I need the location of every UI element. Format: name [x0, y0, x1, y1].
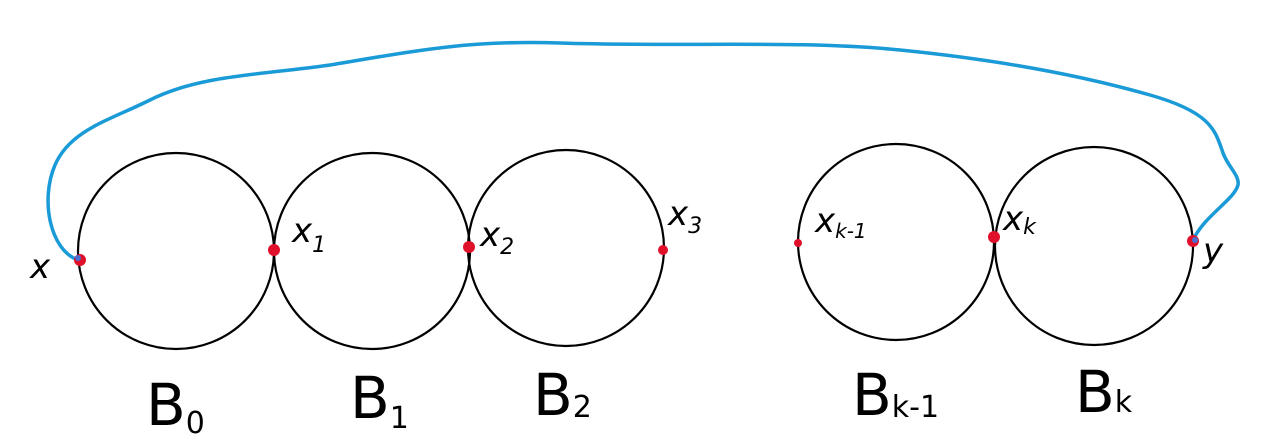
label-y: y — [1202, 231, 1224, 271]
block-circle-bk1 — [796, 142, 996, 342]
label-bk1: Bk-1 — [852, 361, 939, 429]
endpoint-y-marker — [1192, 237, 1198, 243]
label-x2: x2 — [479, 215, 514, 260]
label-xk1: xk-1 — [814, 201, 867, 243]
label-x1: x1 — [291, 211, 326, 258]
point-x2 — [463, 241, 475, 253]
label-x: x — [29, 247, 51, 287]
block-circle-b1 — [272, 151, 472, 351]
endpoint-x-marker — [75, 255, 81, 261]
block-circle-b0 — [76, 151, 276, 351]
point-xk1 — [794, 239, 802, 247]
label-bk: Bk — [1075, 358, 1133, 426]
point-xk — [988, 231, 1000, 243]
label-b2: B2 — [533, 361, 592, 429]
label-b0: B0 — [146, 371, 205, 441]
point-x3 — [658, 245, 668, 255]
label-xk: xk — [1002, 199, 1037, 240]
label-x3: x3 — [667, 194, 702, 239]
x-y-path — [46, 40, 1240, 262]
block-circle-bk — [993, 145, 1195, 347]
label-b1: B1 — [350, 364, 409, 436]
point-x1 — [268, 244, 280, 256]
